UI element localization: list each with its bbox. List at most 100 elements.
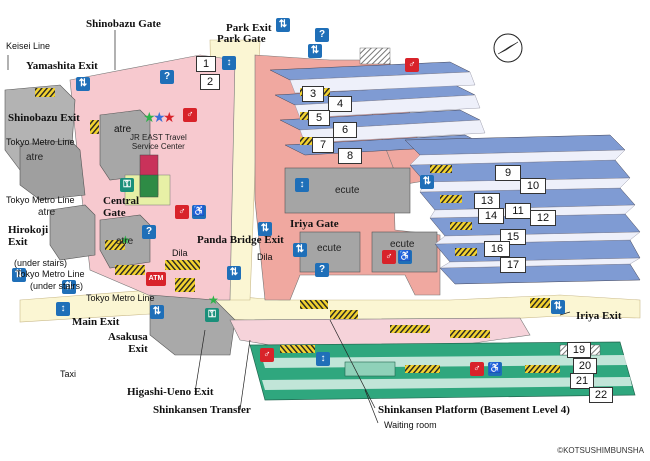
restroom-icon: ♂: [183, 108, 197, 122]
escalator-icon: ⇅: [227, 266, 241, 280]
shinkansen-platform-label: Shinkansen Platform (Basement Level 4): [378, 404, 570, 416]
panda-bridge-exit-label: Panda Bridge Exit: [197, 234, 284, 246]
platform-number: 17: [500, 257, 526, 273]
green-kiosk: [139, 174, 159, 198]
platform-number: 1: [196, 56, 216, 72]
info-icon: ?: [315, 28, 329, 42]
waiting-room-label: Waiting room: [384, 420, 437, 430]
leader-lines: [7, 30, 571, 424]
escalator-icon: ⇅: [12, 268, 26, 282]
shinobazu-exit-label: Shinobazu Exit: [8, 112, 80, 124]
wheelchair-icon: ♿: [192, 205, 206, 219]
platform-number: 15: [500, 229, 526, 245]
atre-label: atre: [114, 124, 132, 135]
atm-icon: ATM: [146, 272, 166, 286]
escalator-icon: ⇅: [150, 305, 164, 319]
platform-number: 6: [333, 122, 357, 138]
shinobazu-gate-label: Shinobazu Gate: [86, 18, 161, 30]
park-gate-label: Park Gate: [217, 33, 266, 45]
star-icon: ★: [208, 293, 219, 307]
platform-number: 5: [308, 110, 330, 126]
locker-icon: ⚿: [120, 178, 134, 192]
restroom-icon: ♂: [382, 250, 396, 264]
ecute-label: ecute: [390, 239, 415, 250]
keisei-line-label: Keisei Line: [6, 41, 51, 51]
escalator-icon: ⇅: [293, 243, 307, 257]
copyright-label: ©KOTSUSHIMBUNSHA: [557, 446, 644, 455]
info-icon: ?: [160, 70, 174, 84]
star-icon: ★: [120, 233, 131, 247]
shinkansen-track: [262, 377, 632, 390]
escalator-icon: ⇅: [276, 18, 290, 32]
platform-number: 12: [530, 210, 556, 226]
platform-number: 10: [520, 178, 546, 194]
elevator-icon: ↕: [295, 178, 309, 192]
star-icon: ★: [163, 111, 176, 126]
platform-number: 16: [484, 241, 510, 257]
escalator-icon: ⇅: [62, 280, 76, 294]
atre-label: atre: [26, 152, 44, 163]
restroom-icon: ♂: [470, 362, 484, 376]
building-block: [49, 204, 96, 261]
platform-number: 8: [338, 148, 362, 164]
escalator-icon: ⇅: [258, 222, 272, 236]
escalator-icon: ⇅: [76, 77, 90, 91]
elevator-icon: ↕: [316, 352, 330, 366]
ecute-label: ecute: [335, 185, 360, 196]
atre-label: atre: [38, 207, 56, 218]
info-icon: ?: [315, 263, 329, 277]
platform-number: 19: [567, 342, 591, 358]
platform-number: 13: [474, 193, 500, 209]
platform-number: 22: [589, 387, 613, 403]
platform-number: 21: [570, 373, 594, 389]
escalator-icon: ⇅: [308, 44, 322, 58]
under-stairs-label: (under stairs): [14, 258, 68, 268]
iriya-gate-label: Iriya Gate: [290, 218, 339, 230]
tracks-upper: [269, 61, 486, 156]
escalator-icon: ⇅: [420, 175, 434, 189]
dila-label: Dila: [172, 248, 188, 258]
waiting-room: [344, 361, 396, 377]
under-stairs-label: (under stairs): [30, 281, 84, 291]
wheelchair-icon: ♿: [398, 250, 412, 264]
platform-number: 3: [302, 86, 324, 102]
platform-number: 4: [328, 96, 352, 112]
shinkansen-transfer-label: Shinkansen Transfer: [153, 404, 251, 416]
restroom-icon: ♂: [260, 348, 274, 362]
restroom-icon: ♂: [175, 205, 189, 219]
ecute-label: ecute: [317, 243, 342, 254]
park-exit-label: Park Exit: [226, 22, 272, 34]
atre-label: atre: [116, 236, 134, 247]
tokyo-metro-line-label: Tokyo Metro Line: [86, 293, 155, 303]
platform-number: 2: [200, 74, 220, 90]
elevator-icon: ↕: [56, 302, 70, 316]
platform-number: 14: [478, 208, 504, 224]
higashi-ueno-exit-label: Higashi-Ueno Exit: [127, 386, 214, 398]
elevator-icon: ↕: [222, 56, 236, 70]
tokyo-metro-line-label: Tokyo Metro Line: [6, 195, 75, 205]
tokyo-metro-line-label: Tokyo Metro Line: [6, 137, 75, 147]
star-icon: ★: [143, 111, 156, 126]
compass-icon: [493, 33, 523, 63]
platform-number: 9: [495, 165, 521, 181]
star-icon: ★: [153, 111, 166, 126]
roof-hatch: [359, 47, 391, 65]
platform-number: 20: [573, 358, 597, 374]
platform-number: 11: [505, 203, 531, 219]
locker-icon: ⚿: [205, 308, 219, 322]
taxi-label: Taxi: [60, 369, 77, 379]
restroom-icon: ♂: [405, 58, 419, 72]
yamashita-exit-label: Yamashita Exit: [26, 60, 98, 72]
main-exit-label: Main Exit: [72, 316, 120, 328]
iriya-exit-label: Iriya Exit: [576, 310, 622, 322]
building-block: [19, 139, 86, 201]
escalator-icon: ⇅: [551, 300, 565, 314]
ecute-block: [299, 231, 361, 273]
platform-number: 7: [312, 137, 334, 153]
tokyo-metro-line-label: Tokyo Metro Line: [16, 269, 85, 279]
info-icon: ?: [142, 225, 156, 239]
